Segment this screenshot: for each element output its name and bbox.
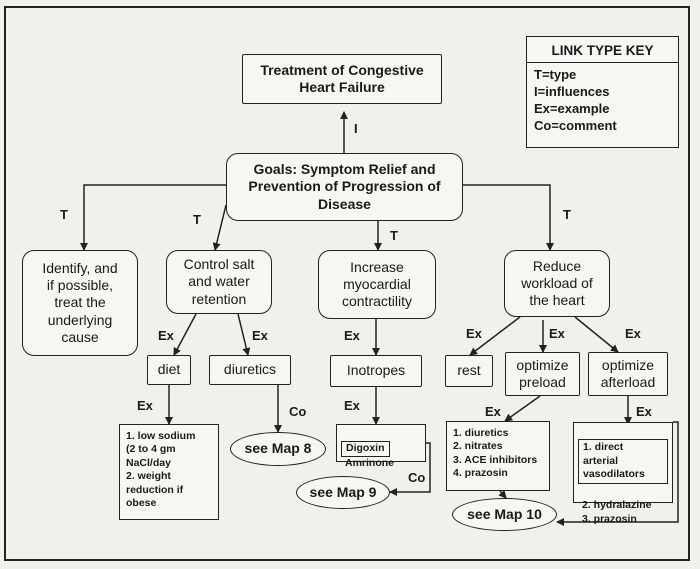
link-label-example: Ex xyxy=(485,404,501,419)
key-item-comment: Co=comment xyxy=(534,117,617,133)
link-type-key: LINK TYPE KEY T=type I=influences Ex=exa… xyxy=(526,36,679,148)
key-item-example: Ex=example xyxy=(534,100,610,116)
node-rest: rest xyxy=(445,355,493,387)
edge-preload-map10 xyxy=(498,490,507,499)
edge-goals-identify xyxy=(80,184,226,251)
node-treatment-chf: Treatment of Congestive Heart Failure xyxy=(242,54,442,104)
preload-examples-list: 1. diuretics 2. nitrates 3. ACE inhibito… xyxy=(446,421,550,491)
node-diuretics: diuretics xyxy=(209,355,291,385)
see-map-9-ellipse[interactable]: see Map 9 xyxy=(296,476,390,509)
node-increase-contractility: Increase myocardial contractility xyxy=(318,250,436,319)
edge-goals-control xyxy=(212,204,227,251)
link-label-type: T xyxy=(60,207,68,222)
link-label-type: T xyxy=(390,228,398,243)
direct-vasodilators-item: 1. direct arterial vasodilators xyxy=(578,439,668,484)
link-label-type: T xyxy=(563,207,571,222)
node-inotropes: Inotropes xyxy=(330,355,422,387)
node-goals: Goals: Symptom Relief and Prevention of … xyxy=(226,153,463,221)
link-label-example: Ex xyxy=(252,328,268,343)
edge-digoxin-map9 xyxy=(389,442,431,496)
edge-control-diuretics xyxy=(237,313,251,356)
key-item-influences: I=influences xyxy=(534,83,610,99)
link-label-example: Ex xyxy=(636,404,652,419)
node-optimize-preload: optimize preload xyxy=(505,352,580,396)
node-optimize-afterload: optimize afterload xyxy=(588,352,668,396)
edge-reduce-rest xyxy=(469,316,521,356)
link-label-example: Ex xyxy=(344,328,360,343)
link-label-comment: Co xyxy=(408,470,426,485)
see-map-8-ellipse[interactable]: see Map 8 xyxy=(230,432,326,466)
afterload-examples-list: 1. direct arterial vasodilators 2. hydra… xyxy=(573,422,673,525)
link-label-example: Ex xyxy=(158,328,174,343)
digoxin-label: Digoxin xyxy=(341,441,390,457)
diet-examples-list: 1. low sodium (2 to 4 gm NaCl/day 2. wei… xyxy=(119,424,219,520)
edge-afterload-map10 xyxy=(556,421,679,526)
edge-reduce-afterload xyxy=(574,316,619,353)
edge-preload-list xyxy=(504,395,541,422)
amrinone-label: Amrinone xyxy=(345,456,395,469)
link-label-influences: I xyxy=(354,121,358,136)
node-control-salt-water: Control salt and water retention xyxy=(166,250,272,314)
key-title: LINK TYPE KEY xyxy=(527,37,678,63)
link-label-example: Ex xyxy=(625,326,641,341)
link-label-example: Ex xyxy=(549,326,565,341)
diagram-frame xyxy=(4,6,690,561)
key-item-type: T=type xyxy=(534,67,577,82)
see-map-10-ellipse[interactable]: see Map 10 xyxy=(452,498,557,531)
node-reduce-workload: Reduce workload of the heart xyxy=(504,250,610,317)
link-label-comment: Co xyxy=(289,404,307,419)
afterload-other-items: 2. hydralazine 3. prazosin xyxy=(582,499,652,525)
edge-goals-reduce xyxy=(463,184,554,251)
link-label-example: Ex xyxy=(466,326,482,341)
node-diet: diet xyxy=(147,355,191,385)
inotrope-examples-box: Digoxin Amrinone xyxy=(336,424,426,469)
link-label-type: T xyxy=(193,212,201,227)
edge-control-diet xyxy=(173,313,197,356)
node-identify-cause: Identify, and if possible, treat the und… xyxy=(22,250,138,356)
link-label-example: Ex xyxy=(137,398,153,413)
link-label-example: Ex xyxy=(344,398,360,413)
